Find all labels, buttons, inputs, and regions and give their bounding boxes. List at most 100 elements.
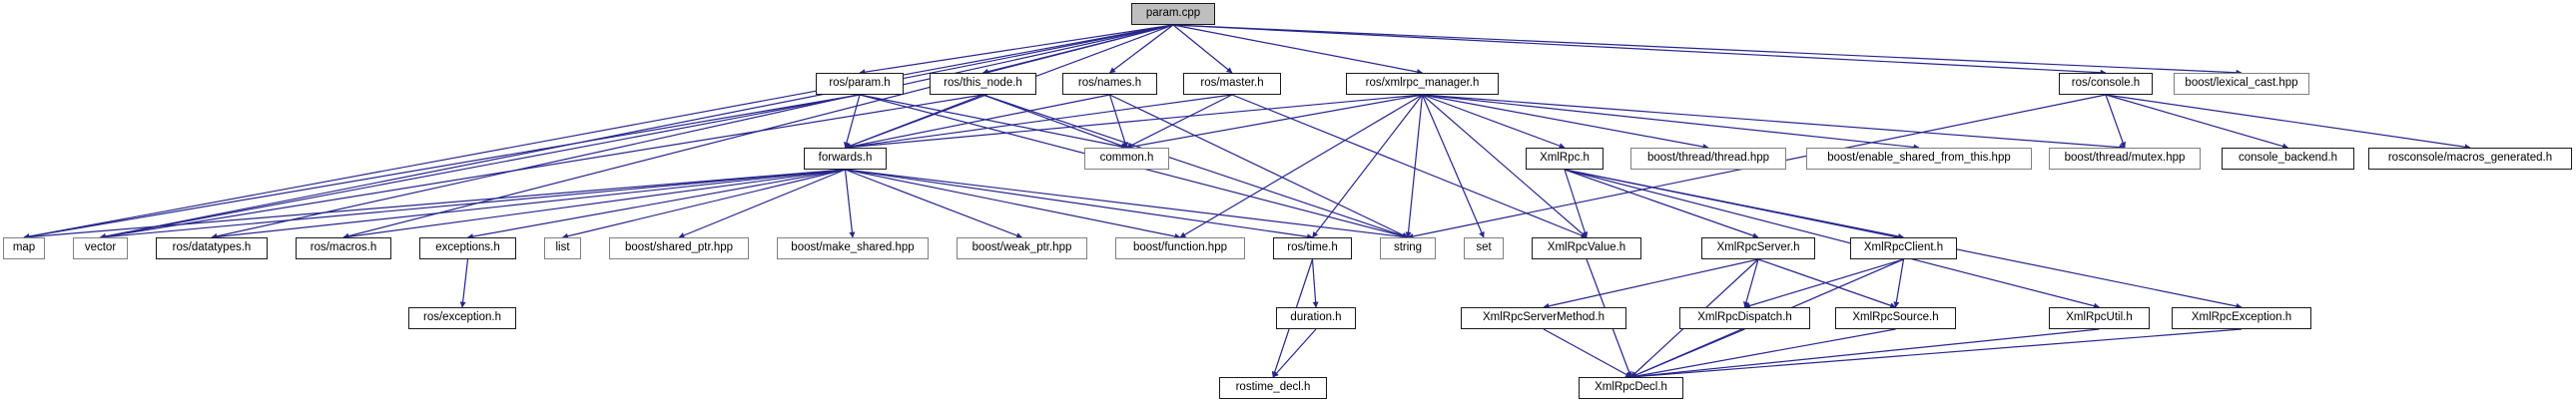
edge-xmlrpcutil-to-xmlrpcdecl <box>1629 328 2100 380</box>
edge-forwards-to-map <box>23 169 846 240</box>
graph-node-boost_function[interactable]: boost/function.hpp <box>1115 237 1245 259</box>
graph-node-xmlrpcservermethod[interactable]: XmlRpcServerMethod.h <box>1461 307 1626 329</box>
edge-ros_param-to-forwards <box>844 94 861 149</box>
graph-node-ros_this_node[interactable]: ros/this_node.h <box>930 73 1036 95</box>
graph-node-xmlrpcsource[interactable]: XmlRpcSource.h <box>1835 307 1956 329</box>
edge-ros_console-to-rosconsole_macros <box>2105 94 2471 151</box>
graph-node-set[interactable]: set <box>1464 237 1504 259</box>
edge-ros_xmlrpc_manager-to-xmlrpc <box>1422 94 1566 149</box>
edge-ros_names-to-common <box>1108 94 1128 149</box>
graph-node-ros_names[interactable]: ros/names.h <box>1062 73 1157 95</box>
edge-forwards-to-string <box>845 169 1409 240</box>
edge-xmlrpcserver-to-xmlrpcsource <box>1757 258 1897 309</box>
edge-forwards-to-ros_datatypes <box>211 169 846 240</box>
edge-xmlrpc-to-xmlrpcvalue <box>1564 169 1589 238</box>
graph-node-ros_datatypes[interactable]: ros/datatypes.h <box>156 237 268 259</box>
edge-ros_master-to-common <box>1125 94 1233 149</box>
graph-node-duration[interactable]: duration.h <box>1276 307 1356 329</box>
edge-ros_time-to-duration <box>1311 258 1319 308</box>
graph-node-ros_param[interactable]: ros/param.h <box>816 73 904 95</box>
edge-param_cpp-to-ros_macros <box>342 24 1174 239</box>
edge-xmlrpc-to-xmlrpcutil <box>1564 169 2101 309</box>
graph-node-xmlrpcvalue[interactable]: XmlRpcValue.h <box>1532 237 1641 259</box>
edge-ros_xmlrpc_manager-to-set <box>1421 94 1485 238</box>
graph-node-boost_shared_ptr[interactable]: boost/shared_ptr.hpp <box>609 237 749 259</box>
edge-ros_xmlrpc_manager-to-string <box>1405 94 1424 238</box>
edge-forwards-to-exceptions <box>466 169 846 239</box>
graph-node-boost_lexical_cast[interactable]: boost/lexical_cast.hpp <box>2174 73 2309 95</box>
graph-node-ros_time[interactable]: ros/time.h <box>1273 237 1352 259</box>
edge-param_cpp-to-ros_param <box>859 24 1174 76</box>
edge-ros_param-to-vector <box>99 94 861 239</box>
edge-forwards-to-vector <box>99 169 846 240</box>
edge-ros_xmlrpc_manager-to-forwards <box>844 94 1423 151</box>
edge-ros_this_node-to-forwards <box>844 94 983 149</box>
graph-node-xmlrpcdecl[interactable]: XmlRpcDecl.h <box>1579 377 1683 399</box>
edge-xmlrpcclient-to-xmlrpcsource <box>1893 258 1905 308</box>
edge-xmlrpcclient-to-xmlrpcdispatch <box>1743 258 1904 309</box>
graph-node-forwards[interactable]: forwards.h <box>804 148 887 170</box>
edge-forwards-to-boost_make_shared <box>844 169 856 238</box>
graph-node-xmlrpcserver[interactable]: XmlRpcServer.h <box>1701 237 1815 259</box>
edge-ros_param-to-map <box>23 94 861 240</box>
graph-node-string[interactable]: string <box>1380 237 1436 259</box>
edge-param_cpp-to-ros_console <box>1172 24 2107 76</box>
graph-node-rosconsole_macros[interactable]: rosconsole/macros_generated.h <box>2368 148 2572 170</box>
graph-node-xmlrpcutil[interactable]: XmlRpcUtil.h <box>2049 307 2150 329</box>
graph-node-map[interactable]: map <box>3 237 45 259</box>
graph-node-common[interactable]: common.h <box>1084 148 1169 170</box>
graph-node-exceptions[interactable]: exceptions.h <box>419 237 516 259</box>
edge-ros_xmlrpc_manager-to-ros_time <box>1312 94 1423 238</box>
edge-xmlrpcservermethod-to-xmlrpcdecl <box>1543 328 1632 378</box>
edge-xmlrpcserver-to-xmlrpcservermethod <box>1543 258 1759 309</box>
graph-node-ros_macros[interactable]: ros/macros.h <box>296 237 391 259</box>
edge-forwards-to-ros_time <box>845 169 1314 240</box>
graph-node-list[interactable]: list <box>544 237 581 259</box>
graph-node-ros_xmlrpc_manager[interactable]: ros/xmlrpc_manager.h <box>1346 73 1499 95</box>
edge-ros_names-to-forwards <box>844 94 1110 150</box>
edge-duration-to-rostime_decl <box>1272 328 1317 378</box>
edge-param_cpp-to-vector <box>99 24 1174 239</box>
edge-xmlrpc-to-xmlrpcclient <box>1564 169 1905 239</box>
edge-param_cpp-to-ros_master <box>1172 24 1233 74</box>
graph-node-ros_master[interactable]: ros/master.h <box>1183 73 1281 95</box>
edge-param_cpp-to-map <box>23 24 1174 239</box>
graph-node-vector[interactable]: vector <box>73 237 128 259</box>
graph-node-boost_thread_mutex[interactable]: boost/thread/mutex.hpp <box>2049 148 2201 170</box>
edge-param_cpp-to-ros_names <box>1109 24 1174 74</box>
edge-ros_param-to-common <box>859 94 1128 150</box>
graph-node-xmlrpcclient[interactable]: XmlRpcClient.h <box>1850 237 1957 259</box>
edge-param_cpp-to-boost_lexical_cast <box>1172 24 2243 76</box>
edge-ros_xmlrpc_manager-to-common <box>1125 94 1423 151</box>
edge-xmlrpcexception-to-xmlrpcdecl <box>1629 328 2243 380</box>
graph-node-boost_make_shared[interactable]: boost/make_shared.hpp <box>777 237 929 259</box>
edge-ros_xmlrpc_manager-to-boost_function <box>1179 94 1423 238</box>
edge-forwards-to-boost_weak_ptr <box>845 169 1023 238</box>
edge-forwards-to-boost_shared_ptr <box>678 169 846 238</box>
edge-ros_master-to-forwards <box>844 94 1233 151</box>
edge-param_cpp-to-ros_xmlrpc_manager <box>1172 24 1424 75</box>
graph-node-console_backend[interactable]: console_backend.h <box>2222 148 2354 170</box>
edge-param_cpp-to-ros_this_node <box>981 24 1174 75</box>
edge-xmlrpcsource-to-xmlrpcdecl <box>1629 328 1896 379</box>
graph-node-rostime_decl[interactable]: rostime_decl.h <box>1219 377 1327 399</box>
edge-ros_console-to-console_backend <box>2105 94 2289 150</box>
edge-ros_xmlrpc_manager-to-boost_thread_mutex <box>1422 94 2126 151</box>
edge-ros_console-to-boost_thread_mutex <box>2105 94 2127 149</box>
graph-node-xmlrpcdispatch[interactable]: XmlRpcDispatch.h <box>1679 307 1810 329</box>
edge-param_cpp-to-ros_datatypes <box>211 24 1174 239</box>
edge-ros_xmlrpc_manager-to-boost_thread_thread <box>1422 94 1709 150</box>
graph-node-xmlrpcexception[interactable]: XmlRpcException.h <box>2172 307 2311 329</box>
graph-node-boost_thread_thread[interactable]: boost/thread/thread.hpp <box>1630 148 1786 170</box>
edge-exceptions-to-ros_exception <box>459 258 469 308</box>
graph-node-boost_weak_ptr[interactable]: boost/weak_ptr.hpp <box>957 237 1087 259</box>
edge-ros_this_node-to-string <box>982 94 1409 239</box>
graph-node-ros_exception[interactable]: ros/exception.h <box>408 307 516 329</box>
graph-node-boost_enable_shared[interactable]: boost/enable_shared_from_this.hpp <box>1806 148 2032 170</box>
graph-node-xmlrpc[interactable]: XmlRpc.h <box>1526 148 1604 170</box>
edge-forwards-to-boost_function <box>845 169 1181 239</box>
edge-xmlrpcserver-to-xmlrpcdispatch <box>1743 258 1759 308</box>
graph-node-ros_console[interactable]: ros/console.h <box>2059 73 2153 95</box>
graph-node-param_cpp[interactable]: param.cpp <box>1131 3 1215 25</box>
